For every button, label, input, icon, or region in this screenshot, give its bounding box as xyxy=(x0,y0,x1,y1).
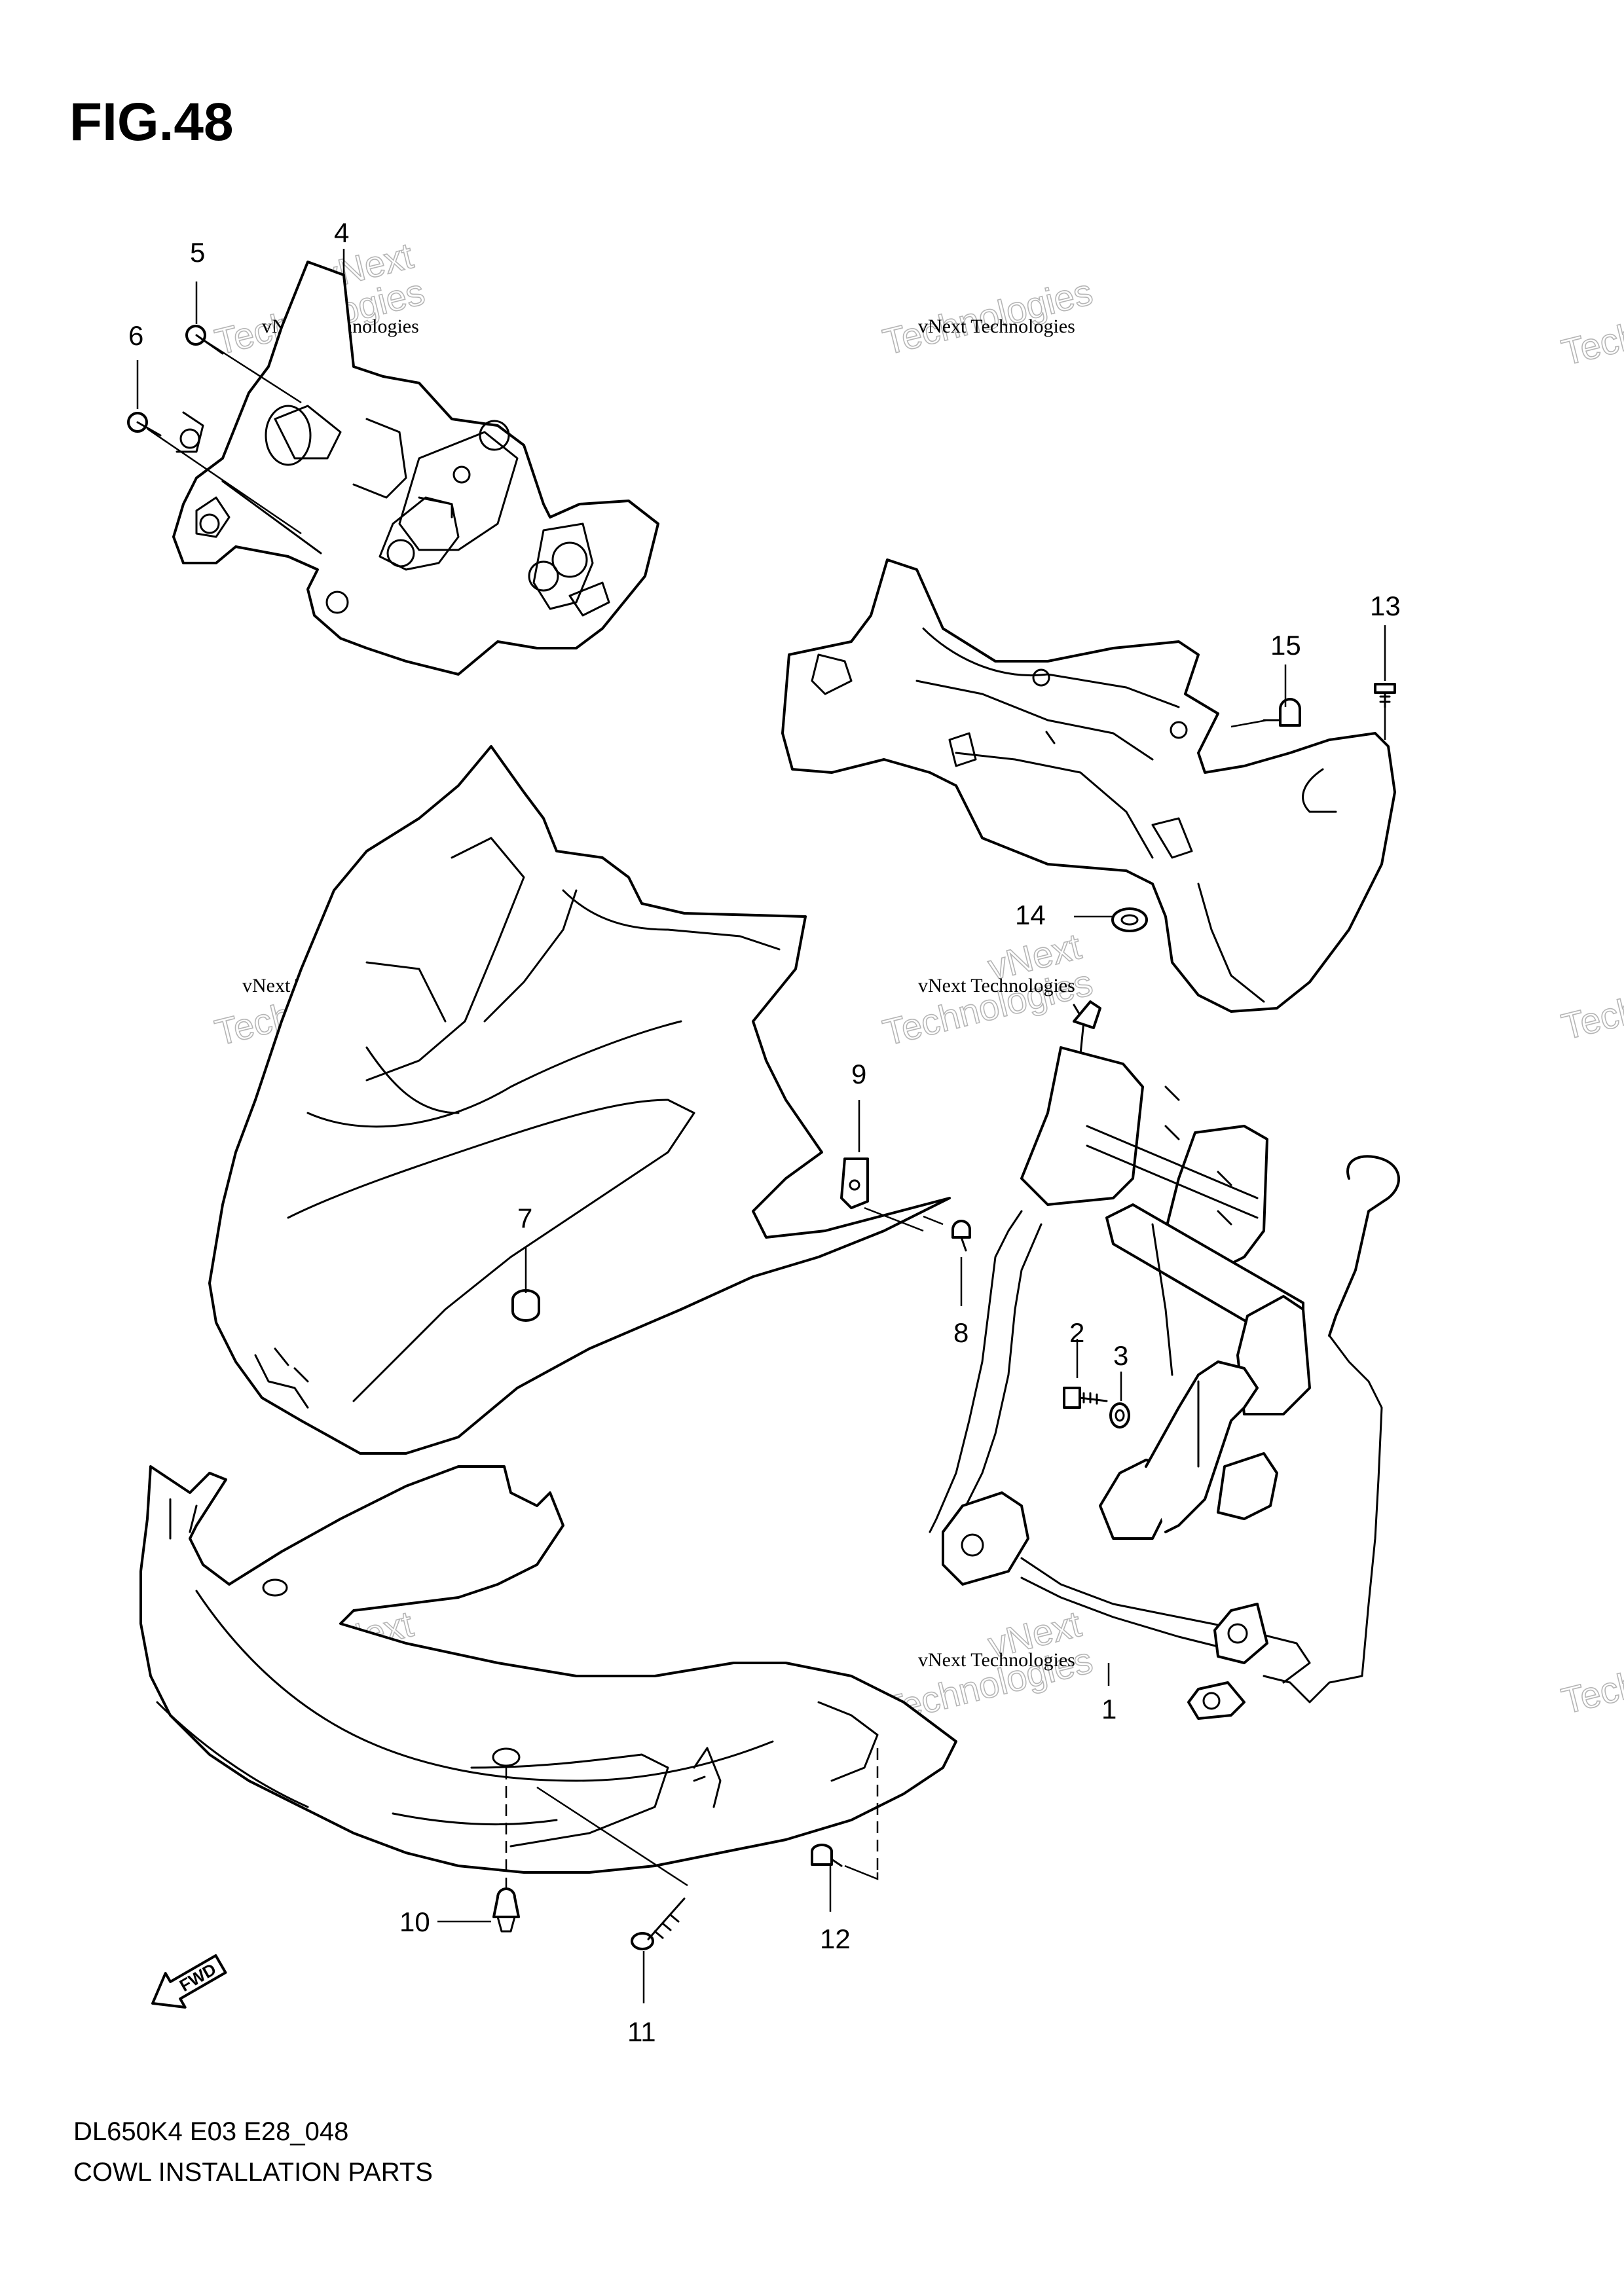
watermark-small: vNext Technologies xyxy=(918,1649,1075,1671)
callout-8: 8 xyxy=(953,1317,969,1348)
watermark-large: Technologies xyxy=(1557,1630,1624,1722)
part-2-bolt xyxy=(1063,1339,1108,1409)
callout-5: 5 xyxy=(190,237,205,268)
callout-4: 4 xyxy=(334,217,349,248)
callout-6: 6 xyxy=(128,320,143,351)
part-14-grommet xyxy=(1074,907,1148,932)
callout-1: 1 xyxy=(1101,1694,1116,1724)
fwd-arrow: FWD xyxy=(151,1954,227,2009)
figure-code: DL650K4 E03 E28_048 xyxy=(73,2117,349,2146)
right-inner-panel xyxy=(781,558,1396,1013)
part-9-nut xyxy=(840,1100,924,1232)
part-15-clip xyxy=(1230,665,1301,728)
callout-3: 3 xyxy=(1113,1340,1128,1371)
callout-12: 12 xyxy=(820,1923,851,1954)
part-13-screw xyxy=(1374,625,1396,740)
part-11-screw xyxy=(631,1897,686,2003)
callout-2: 2 xyxy=(1069,1317,1084,1348)
callout-11: 11 xyxy=(627,2016,656,2047)
part-12-bracket-leader xyxy=(844,1865,879,1880)
figure-description: COWL INSTALLATION PARTS xyxy=(73,2158,433,2187)
part-6-bolt xyxy=(127,360,302,535)
callout-14: 14 xyxy=(1015,900,1046,930)
callout-9: 9 xyxy=(851,1059,866,1089)
callout-10: 10 xyxy=(399,1906,430,1937)
part-10-clip xyxy=(437,1887,520,1933)
lower-cowl xyxy=(139,1465,957,1874)
upper-cowl xyxy=(208,745,951,1455)
part-4-upper-bracket xyxy=(172,261,659,676)
callout-labels: 1 2 3 4 5 6 7 8 9 10 11 12 13 15 14 xyxy=(128,217,1401,2047)
part-5-bolt xyxy=(185,282,302,404)
callout-14-15: 15 xyxy=(1270,630,1301,661)
part-7-grommet xyxy=(511,1247,540,1322)
part-8-screw xyxy=(923,1215,971,1306)
callout-7: 7 xyxy=(517,1203,532,1233)
part-1-cowl-brace xyxy=(929,1000,1400,1720)
part-12-clip xyxy=(811,1844,843,1912)
watermark-small: vNext Technologies xyxy=(918,975,1075,996)
part-11-leader xyxy=(536,1786,688,1887)
watermark-small: vNext Technologies xyxy=(918,316,1075,337)
watermark-large: Technologies xyxy=(1557,956,1624,1048)
watermark-large: Technologies xyxy=(1557,282,1624,373)
figure-title: FIG.48 xyxy=(69,92,234,152)
part-3-washer xyxy=(1109,1372,1130,1429)
callout-13: 13 xyxy=(1370,591,1401,621)
